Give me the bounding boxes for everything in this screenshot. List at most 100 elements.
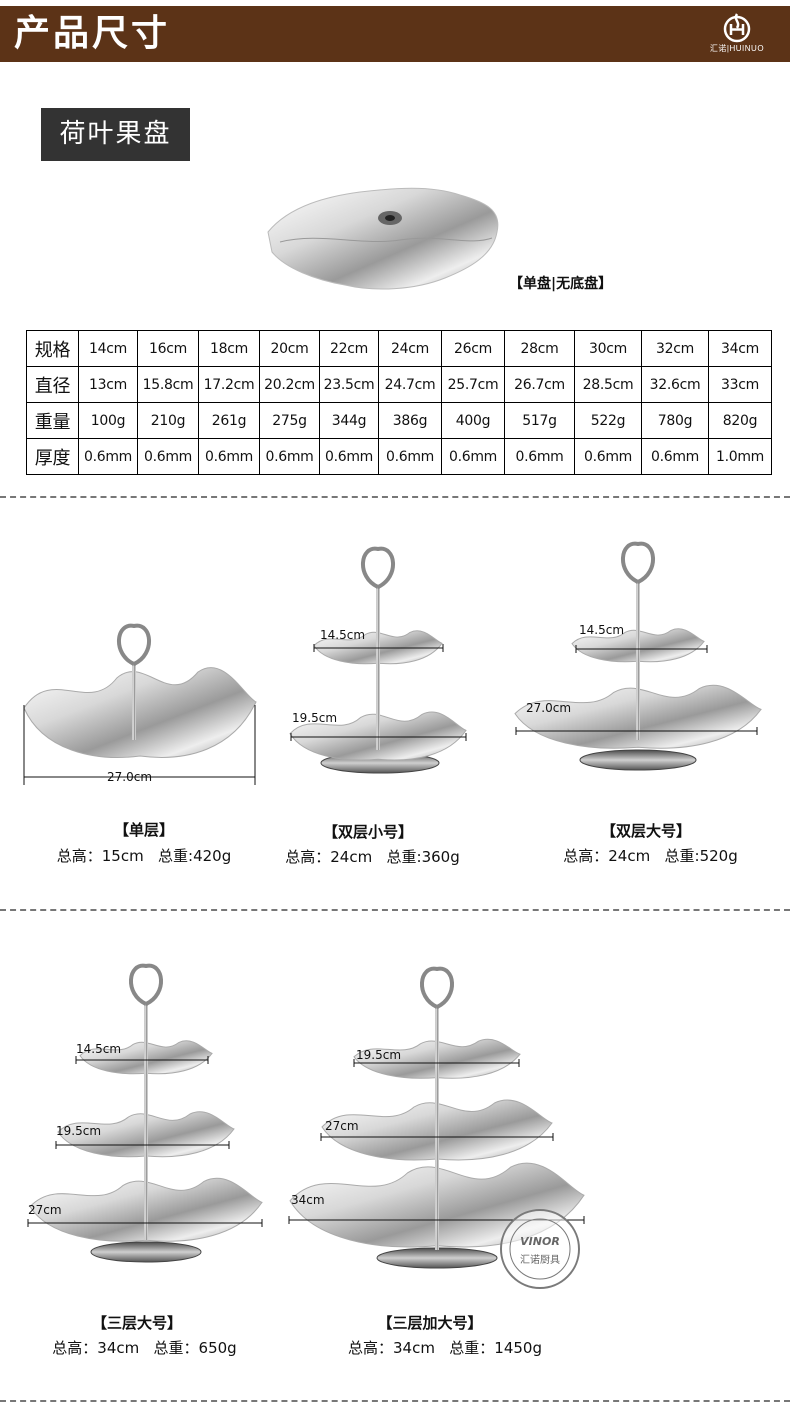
stamp-brand: VINOR <box>520 1235 560 1248</box>
product-height: 总高：24cm <box>285 848 373 866</box>
spec-cell: 0.6mm <box>198 438 260 475</box>
spec-cell: 261g <box>198 402 260 439</box>
dim-label: 14.5cm <box>579 623 625 637</box>
rod-shape <box>636 580 640 740</box>
handle-ring <box>361 546 395 589</box>
rod-shape <box>132 662 136 740</box>
dim-label: 27.0cm <box>107 770 153 784</box>
brand-logo: 汇诺|HUINUO <box>700 12 774 58</box>
product-name: 【单层】 <box>113 821 174 839</box>
base-shape <box>90 1241 202 1263</box>
spec-cell: 0.6mm <box>574 438 642 475</box>
product-height: 总高：15cm <box>56 847 144 865</box>
product-name: 【双层大号】 <box>600 822 691 840</box>
product-height: 总高：34cm <box>52 1339 140 1357</box>
handle-ring <box>621 541 655 584</box>
dim-label: 34cm <box>291 1193 325 1207</box>
spec-cell: 0.6mm <box>78 438 138 475</box>
spec-cell: 33cm <box>708 366 772 403</box>
spec-cell: 28.5cm <box>574 366 642 403</box>
product-height: 总高：24cm <box>563 847 651 865</box>
image-caption: 【单盘|无底盘】 <box>509 276 613 292</box>
dim-label: 19.5cm <box>292 711 338 725</box>
product-weight: 总重:360g <box>386 848 460 866</box>
spec-cell: 0.6mm <box>504 438 575 475</box>
rod-shape <box>435 1005 439 1250</box>
stamp-text: 汇诺厨具 <box>520 1255 560 1266</box>
spec-cell: 780g <box>641 402 709 439</box>
rod-shape <box>376 585 380 750</box>
divider <box>0 496 790 498</box>
spec-cell: 24cm <box>378 330 442 367</box>
handle-ring <box>420 966 454 1009</box>
spec-cell: 522g <box>574 402 642 439</box>
section-title: 荷叶果盘 <box>41 108 190 161</box>
dim-label: 27cm <box>28 1203 62 1217</box>
spec-cell: 386g <box>378 402 442 439</box>
watermark-stamp: VINOR 汇诺厨具 <box>498 1207 582 1291</box>
product-info: 总高：34cm 总重：650g <box>22 1337 267 1358</box>
spec-cell: 0.6mm <box>378 438 442 475</box>
plate-shape <box>23 667 257 758</box>
page-title: 产品尺寸 <box>14 13 171 54</box>
spec-row-label: 重量 <box>26 402 79 439</box>
spec-cell: 32.6cm <box>641 366 709 403</box>
spec-cell: 0.6mm <box>319 438 379 475</box>
spec-cell: 0.6mm <box>641 438 709 475</box>
spec-cell: 23.5cm <box>319 366 379 403</box>
spec-cell: 0.6mm <box>137 438 199 475</box>
stamp-icon <box>500 1209 580 1289</box>
product-weight: 总重:420g <box>158 847 232 865</box>
product-name: 【三层加大号】 <box>377 1314 483 1332</box>
spec-cell: 13cm <box>78 366 138 403</box>
product-weight: 总重：650g <box>153 1339 237 1357</box>
product-name: 【双层小号】 <box>322 823 413 841</box>
dim-label: 14.5cm <box>320 628 366 642</box>
product-weight: 总重：1450g <box>449 1339 542 1357</box>
product-info: 总高：34cm 总重：1450g <box>320 1337 570 1358</box>
spec-cell: 22cm <box>319 330 379 367</box>
product-info: 总高：15cm 总重:420g <box>24 845 264 866</box>
spec-cell: 32cm <box>641 330 709 367</box>
brand-text: 汇诺|HUINUO <box>709 44 765 53</box>
product-height: 总高：34cm <box>348 1339 435 1357</box>
spec-cell: 15.8cm <box>137 366 199 403</box>
spec-cell: 20cm <box>259 330 320 367</box>
spec-cell: 0.6mm <box>259 438 320 475</box>
dim-label: 27cm <box>325 1119 359 1133</box>
divider <box>0 1400 790 1402</box>
spec-cell: 517g <box>504 402 575 439</box>
spec-row-label: 直径 <box>26 366 79 403</box>
dim-label: 14.5cm <box>76 1042 122 1056</box>
product-name: 【三层大号】 <box>91 1314 182 1332</box>
spec-cell: 1.0mm <box>708 438 772 475</box>
product-weight: 总重:520g <box>664 847 738 865</box>
header-bar: 产品尺寸 汇诺|HUINUO <box>0 6 790 62</box>
base-shape <box>579 749 697 771</box>
spec-cell: 24.7cm <box>378 366 442 403</box>
base-shape <box>376 1247 498 1269</box>
divider <box>0 909 790 911</box>
dim-label: 27.0cm <box>526 701 572 715</box>
dim-label: 19.5cm <box>56 1124 102 1138</box>
spec-cell: 28cm <box>504 330 575 367</box>
handle-ring <box>129 963 163 1006</box>
spec-cell: 0.6mm <box>441 438 505 475</box>
handle-ring <box>117 623 151 666</box>
spec-cell: 20.2cm <box>259 366 320 403</box>
dim-label: 19.5cm <box>356 1048 402 1062</box>
product-info: 总高：24cm 总重:520g <box>528 845 773 866</box>
logo-icon <box>723 13 751 43</box>
spec-cell: 18cm <box>198 330 260 367</box>
lotus-plate-image <box>267 187 499 290</box>
spec-cell: 34cm <box>708 330 772 367</box>
rod-shape <box>144 1002 148 1240</box>
product-info: 总高：24cm 总重:360g <box>250 846 495 867</box>
